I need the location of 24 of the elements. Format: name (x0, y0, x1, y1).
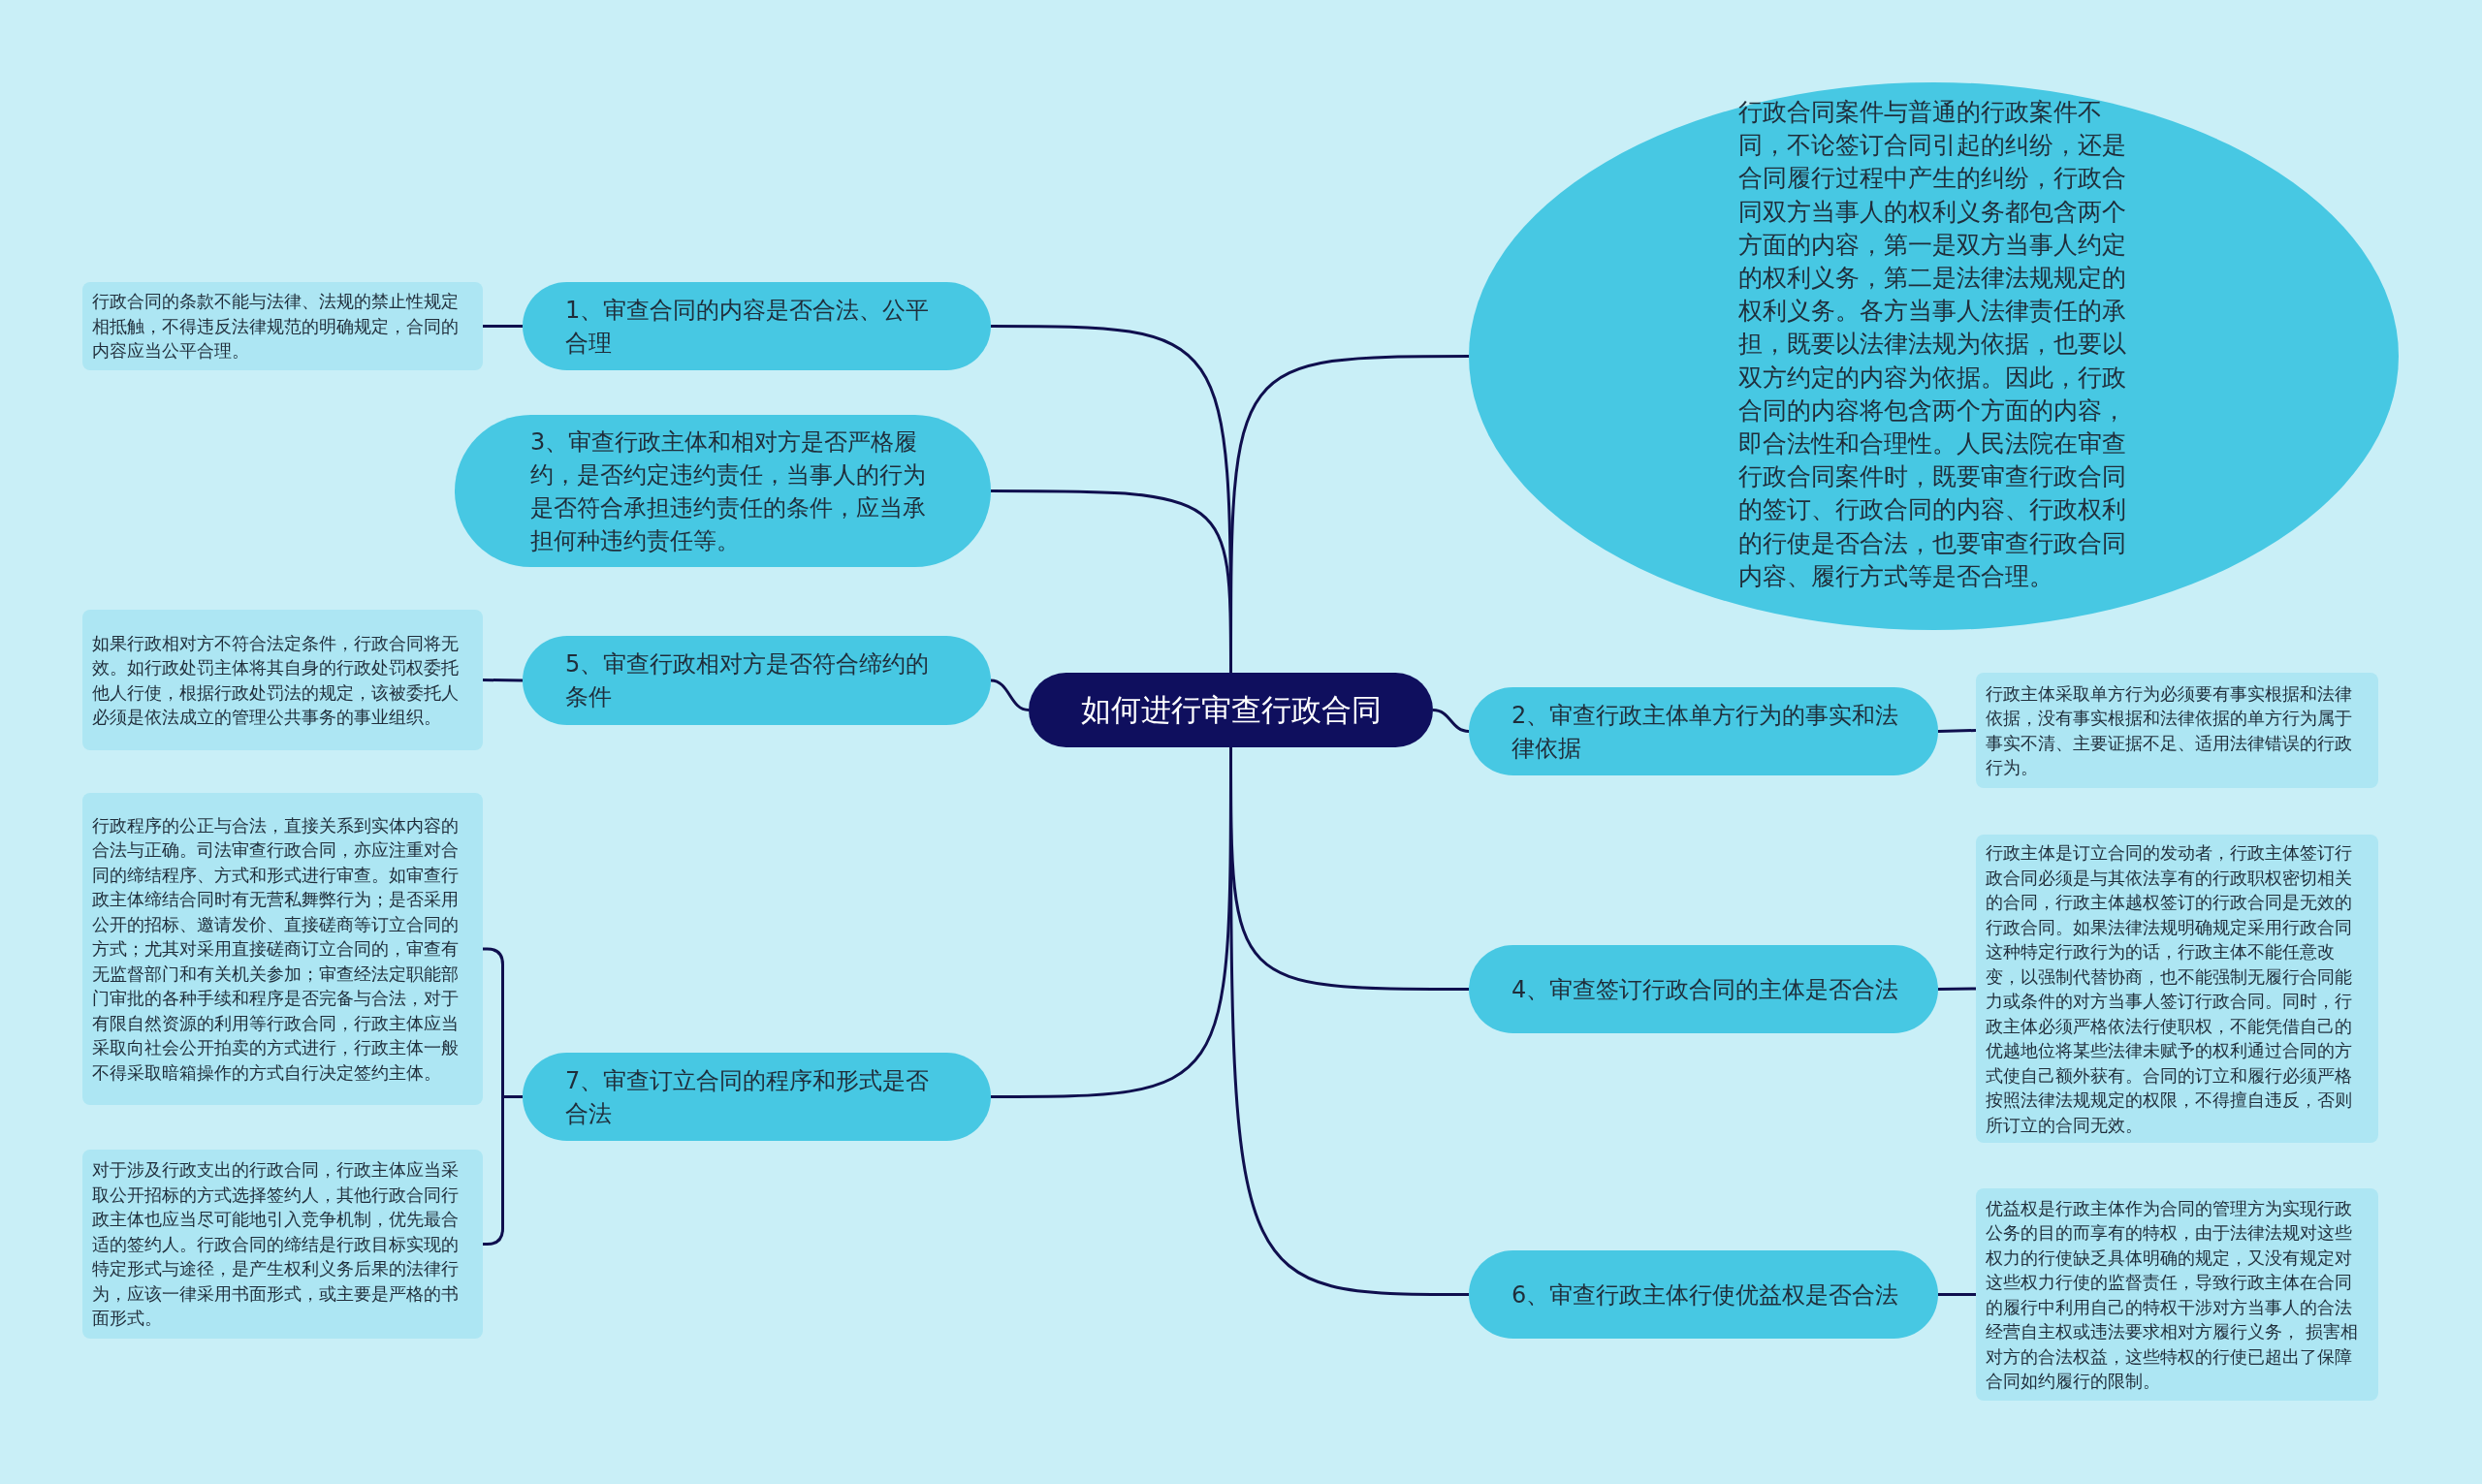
connector-line (991, 489, 1232, 673)
connector-line (1937, 987, 1977, 991)
note-box: 如果行政相对方不符合法定条件，行政合同将无效。如行政处罚主体将其自身的行政处罚权委托他人行使，根据行政处罚法的规定，该被委托人必须是依法成立的管理公共事务的事业组织。 (82, 610, 483, 750)
topic-box: 3、审查行政主体和相对方是否严格履约，是否约定违约责任，当事人的行为是否符合承担违约责任的条件，应当承担何种违约责任等。 (455, 415, 991, 567)
topic-box: 4、审查签订行政合同的主体是否合法 (1469, 945, 1938, 1033)
topic-box: 1、审查合同的内容是否合法、公平合理 (523, 282, 991, 370)
topic-box: 6、审查行政主体行使优益权是否合法 (1469, 1250, 1938, 1339)
topic-box: 5、审查行政相对方是否符合缔约的条件 (523, 636, 991, 725)
connector-line (990, 679, 1030, 711)
bubble-text: 行政合同案件与普通的行政案件不同，不论签订合同引起的纠纷，还是合同履行过程中产生的纠纷，行政合同双方当事人的权利义务都包含两个方面的内容，第一是双方当事人约定的权利义务，第二是法律法规规定的权利义务。各方当事人法律责任的承担，既要以法律法规为依据，也要以双方约定的内容为依据。因此，行政合同的内容将包含两个方面的内容，即合法性和合理性。人民法院在审查行政合同案件时，既要审查行政合同的签订、行政合同的内容、行政权利的行使是否合法，也要审查行政合同内容、履行方式等是否合理。 (1738, 97, 2127, 592)
root-topic: 如何进行审查行政合同 (1029, 673, 1433, 747)
connector-line (1432, 709, 1470, 733)
topic-box: 2、审查行政主体单方行为的事实和法律依据 (1469, 687, 1938, 775)
connector-line (1937, 729, 1977, 733)
connector-line (482, 679, 524, 682)
topic-box: 7、审查订立合同的程序和形式是否合法 (523, 1053, 991, 1141)
note-box: 行政主体采取单方行为必须要有事实根据和法律依据，没有事实根据和法律依据的单方行为属于事实不清、主要证据不足、适用法律错误的行政行为。 (1976, 673, 2378, 788)
note-box: 行政合同的条款不能与法律、法规的禁止性规定相抵触，不得违反法律规范的明确规定，合同的内容应当公平合理。 (82, 282, 483, 370)
note-box: 行政程序的公正与合法，直接关系到实体内容的合法与正确。司法审查行政合同，亦应注重对合同的缔结程序、方式和形式进行审查。如审查行政主体缔结合同时有无营私舞弊行为；是否采用公开的招标、邀请发价、直接磋商等订立合同的方式；尤其对采用直接磋商订立合同的，审查有无监督部门和有关机关参加；审查经法定职能部门审批的各种手续和程序是否完备与合法，对于有限自然资源的利用等行政合同，行政主体应当采取向社会公开拍卖的方式进行，行政主体一般不得采取暗箱操作的方式自行决定签约主体。 (82, 793, 483, 1105)
note-box: 对于涉及行政支出的行政合同，行政主体应当采取公开招标的方式选择签约人，其他行政合同行政主体也应当尽可能地引入竞争机制，优先最合适的签约人。行政合同的缔结是行政目标实现的特定形式与途径，是产生权利义务后果的法律行为，应该一律采用书面形式，或主要是严格的书面形式。 (82, 1150, 483, 1339)
connector-line (483, 325, 523, 328)
note-box: 优益权是行政主体作为合同的管理方为实现行政公务的目的而享有的特权，由于法律法规对这些权力的行使缺乏具体明确的规定，又没有规定对这些权力行使的监督责任，导致行政主体在合同的履行中利用自己的特权干涉对方当事人的合法经营自主权或违法要求相对方履行义务， 损害相对方的合法权益，这些特权的行使已超出了保障合同如约履行的限制。 (1976, 1188, 2378, 1401)
note-box: 行政主体是订立合同的发动者，行政主体签订行政合同必须是与其依法享有的行政职权密切相关的合同，行政主体越权签订的行政合同是无效的行政合同。如果法律法规明确规定采用行政合同这种特定行政行为的话，行政主体不能任意改变，以强制代替协商，也不能强制无履行合同能力或条件的对方当事人签订行政合同。同时，行政主体必须严格依法行使职权，不能凭借自己的优越地位将某些法律未赋予的权利通过合同的方式使自己额外获有。合同的订立和履行必须严格按照法律法规规定的权限，不得擅自违反，否则所订立的合同无效。 (1976, 835, 2378, 1143)
connector-line (1938, 1293, 1976, 1296)
